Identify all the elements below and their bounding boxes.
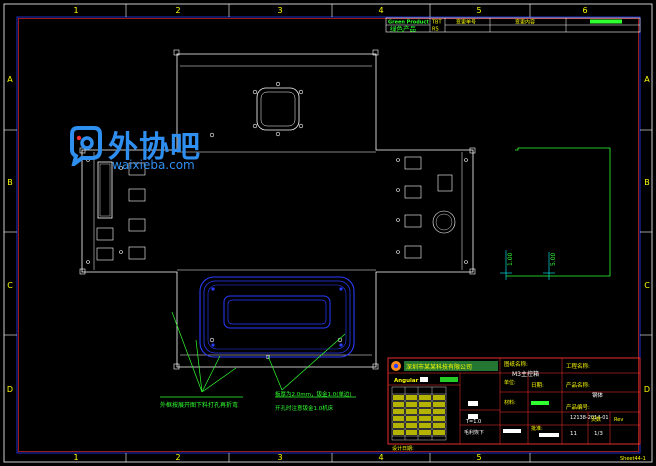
sheet-label: Sheet44-1: [620, 456, 646, 462]
header-stamp: [590, 19, 622, 24]
sheet-count: 11: [570, 431, 577, 437]
flat-pattern-outline: [81, 53, 474, 368]
rev-label: Rev: [614, 417, 623, 423]
brand-cn: 绿色产品: [390, 24, 416, 33]
header-block: Green Product 绿色产品 TBT RS 变更单号 变更内容: [385, 17, 641, 33]
right-round-hole: [432, 210, 456, 234]
zone-row-c: C: [7, 281, 13, 290]
annotations: 外框按展开图下料打孔再折弯 板厚为2.0mm，钣金1.0(单边) 开孔时注意钣金…: [160, 311, 356, 412]
header-field2: 变更内容: [515, 19, 535, 26]
zone-row-d-r: D: [644, 385, 650, 394]
zone-col-3: 3: [277, 6, 282, 15]
sheet-frame: [3, 3, 653, 463]
approve-label: 批准:: [531, 425, 543, 432]
sheet-number: 1/3: [594, 431, 603, 437]
zone-row-c-r: C: [644, 281, 650, 290]
left-cutouts: [96, 162, 146, 261]
zone-col-4: 4: [378, 6, 383, 15]
zone-col-2: 2: [175, 6, 180, 15]
header-code2: RS: [432, 27, 439, 33]
zone-row-a-r: A: [644, 75, 650, 84]
sheets-label: 页数: [591, 416, 601, 423]
note-1: 外框按展开图下料打孔再折弯: [160, 401, 238, 409]
zone-row-b: B: [7, 178, 13, 187]
flat-pattern: [79, 49, 476, 370]
zone-col-2-b: 2: [175, 453, 180, 462]
watermark-title: 外协吧: [108, 130, 201, 165]
zone-col-5-b: 5: [476, 453, 481, 462]
zone-col-3-b: 3: [277, 453, 282, 462]
company-name: 深圳市某某科技有限公司: [406, 363, 472, 371]
top-opening: [256, 87, 300, 131]
bottom-frame: [199, 276, 355, 358]
right-cutouts: [404, 156, 456, 259]
brand-en: Green Product: [388, 20, 429, 26]
company-logo: [391, 361, 401, 371]
date-label: 日期:: [531, 382, 544, 389]
note-3: 开孔时注意钣金1.0机床: [275, 404, 334, 412]
part-label: 图纸名称:: [504, 360, 528, 368]
scale-value: T=1.0: [465, 419, 481, 425]
title-block: 深圳市某某科技有限公司 Angular 图纸名称: M3主控箱 工程名称: 日期…: [387, 357, 641, 452]
side-profile: 1.00 5.00: [500, 147, 611, 280]
watermark-logo-icon: [70, 126, 102, 166]
product-no: 12138-2014-01: [570, 415, 609, 421]
zone-row-d: D: [7, 385, 13, 394]
angular-label: Angular: [394, 378, 419, 384]
header-code: TBT: [431, 20, 442, 26]
watermark-url: waixieba.com: [112, 158, 195, 172]
company-band: [404, 361, 498, 371]
zone-col-1: 1: [73, 6, 78, 15]
dimension-1: 1.00: [507, 252, 514, 266]
unit-label: 单位:: [504, 379, 516, 386]
drawer-name: 毛利恢下: [464, 429, 484, 436]
project-label: 工程名称:: [566, 362, 590, 370]
watermark: 外协吧 waixieba.com: [64, 122, 214, 174]
zone-row-b-r: B: [644, 178, 650, 187]
note-2: 板厚为2.0mm，钣金1.0(单边): [275, 390, 352, 398]
zone-row-a: A: [7, 75, 13, 84]
product-name: 钢体: [592, 391, 604, 399]
material-label: 材料:: [504, 399, 516, 406]
header-field1: 变更单号: [456, 19, 476, 26]
zone-col-5: 5: [476, 6, 481, 15]
left-slot: [97, 161, 113, 219]
zone-col-1-b: 1: [73, 453, 78, 462]
zone-col-4-b: 4: [378, 453, 383, 462]
footer-label: 设计日期:: [392, 445, 414, 452]
product-no-label: 产品编号:: [566, 403, 590, 411]
zone-col-6: 6: [582, 6, 587, 15]
product-label: 产品名称:: [566, 381, 590, 389]
zone-labels: 1 2 3 4 5 6 1 2 3 4 5 A B C D A B C D: [7, 6, 650, 462]
dimension-2: 5.00: [550, 252, 557, 266]
part-name: M3主控箱: [512, 370, 539, 378]
